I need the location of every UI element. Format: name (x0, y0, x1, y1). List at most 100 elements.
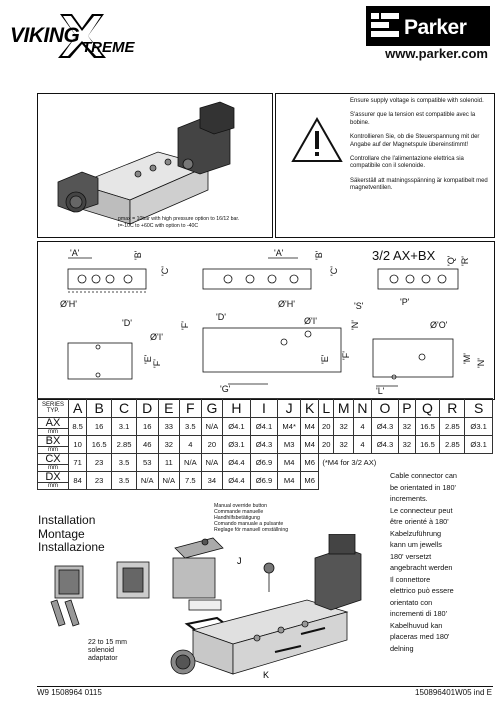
table-cell: 8.5 (67, 417, 88, 436)
col-header: M (333, 398, 355, 418)
parker-logo: Parker (366, 6, 490, 46)
table-cell: 2.85 (439, 417, 466, 436)
warning-triangle-icon (291, 116, 343, 162)
table-cell: M4 (300, 417, 320, 436)
parker-url[interactable]: www.parker.com (385, 46, 488, 61)
dim-r: 'R' (460, 256, 470, 266)
table-cell: N/A (179, 453, 202, 472)
table-cell: Ø6.9 (249, 471, 279, 490)
dim-e-1: 'E' (143, 354, 153, 364)
warning-en: Ensure supply voltage is compatible with… (350, 98, 484, 104)
col-header: L (318, 398, 335, 418)
table-cell: 20 (318, 417, 335, 436)
table-cell: 53 (135, 453, 159, 472)
table-cell: 3.1 (111, 417, 137, 436)
table-cell: 4 (353, 417, 372, 436)
table-cell: Ø3.1 (464, 417, 493, 436)
table-cell: 16 (86, 417, 113, 436)
override-button-label: Manual override button Commande manuelle… (214, 503, 289, 533)
dim-b-1: 'B' (133, 250, 143, 260)
table-cell: M4 (277, 471, 302, 490)
table-cell: Ø6.9 (249, 453, 279, 472)
table-cell: 32 (398, 417, 416, 436)
col-header: N (353, 398, 372, 418)
dim-b-2: 'B' (314, 250, 324, 260)
installation-title: Installation Montage Installazione (38, 513, 105, 554)
table-cell: Ø4.4 (222, 471, 251, 490)
warning-sv: Säkerställ att matningsspänning är kompa… (350, 177, 488, 192)
dim-e-2: 'E' (320, 354, 330, 364)
dim-f-1: 'F' (152, 359, 162, 368)
col-header: K (300, 398, 320, 418)
col-header: G (200, 398, 224, 418)
dimension-table: SERIES TYP. A B C D E F G H I J K L M N … (37, 398, 493, 490)
table-cell: 32 (333, 435, 355, 454)
table-cell: 3.5 (111, 471, 137, 490)
footer-right-code: 150896401W05 ind E (415, 688, 492, 697)
series-header: SERIES TYP. (37, 398, 69, 418)
col-header: Q (414, 398, 441, 418)
dim-i-1: Ø'I' (150, 332, 163, 342)
dim-d-2: 'D' (216, 312, 226, 322)
dim-c-2: 'C' (329, 266, 339, 276)
warning-de: Kontrollieren Sie, ob die Steuerspannung… (350, 134, 480, 148)
dim-q: 'Q' (446, 255, 456, 266)
col-header: J (277, 398, 302, 418)
table-cell: 23 (86, 471, 113, 490)
table-cell: Ø4.3 (249, 435, 279, 454)
col-header: S (464, 398, 493, 418)
viking-word: VIKING (10, 24, 80, 47)
col-header: P (398, 398, 416, 418)
dim-d-1: 'D' (122, 318, 132, 328)
table-cell: Ø3.1 (222, 435, 251, 454)
table-cell: M4 (277, 453, 302, 472)
parker-word: Parker (404, 16, 467, 39)
spec-pressure: pmax = 10bar with high pressure option t… (118, 216, 240, 222)
table-cell: 16.5 (86, 435, 113, 454)
table-cell: 16 (135, 417, 159, 436)
table-cell: Ø4.1 (249, 417, 279, 436)
dim-f-3: 'F' (341, 351, 351, 360)
table-cell: M3 (277, 435, 302, 454)
warning-fr: S'assurer que la tension est compatible … (350, 112, 476, 126)
table-cell: 32 (398, 435, 416, 454)
col-header: B (86, 398, 113, 418)
col-header: E (157, 398, 181, 418)
table-cell: 11 (157, 453, 181, 472)
table-cell: M4 (300, 435, 320, 454)
dim-p: 'P' (400, 297, 410, 307)
col-header: R (439, 398, 466, 418)
col-header: O (370, 398, 400, 418)
table-cell: 2.85 (111, 435, 137, 454)
footer-rule (37, 686, 493, 687)
table-cell: 10 (67, 435, 88, 454)
table-cell: Ø4.4 (222, 453, 251, 472)
table-cell: M4* (277, 417, 302, 436)
table-cell: N/A (135, 471, 159, 490)
dim-o: Ø'O' (430, 320, 448, 330)
table-cell: 20 (200, 435, 224, 454)
dim-a-2: 'A' (274, 248, 284, 258)
dim-a-1: 'A' (70, 248, 80, 258)
table-header-row: SERIES TYP. A B C D E F G H I J K L M N … (37, 398, 493, 418)
installation-exploded-view: J K (50, 534, 362, 680)
table-cell: 32 (157, 435, 181, 454)
col-header: C (111, 398, 137, 418)
product-image-panel: pmax = 10bar with high pressure option t… (37, 93, 273, 238)
dimension-drawing: 'A' 'B' 'C' Ø'H' 'A' 'B' 'C' Ø'H' 3/2 AX… (37, 241, 495, 400)
label-j: J (237, 556, 242, 566)
dim-s: 'S' (354, 301, 364, 311)
xtreme-word: TREME (82, 39, 135, 56)
dim-m: 'M' (462, 353, 472, 364)
table-cell: 32 (333, 417, 355, 436)
table-cell: 4 (179, 435, 202, 454)
viking-xtreme-logo: VIKING TREME (8, 12, 168, 60)
table-cell: 2.85 (439, 435, 466, 454)
table-footnote: (*M4 for 3/2 AX) (318, 453, 493, 472)
table-cell: Ø4.1 (222, 417, 251, 436)
